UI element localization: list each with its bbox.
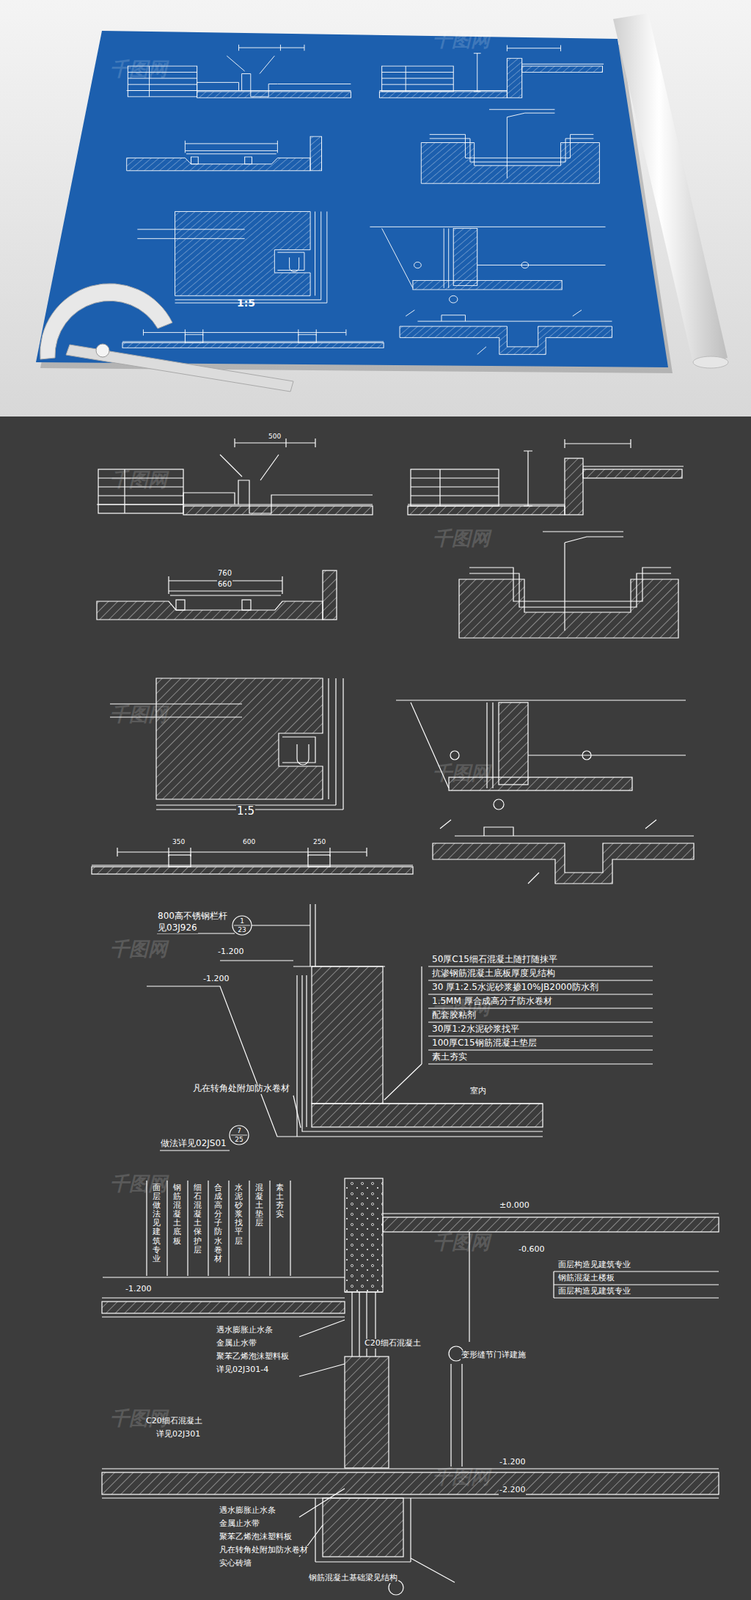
dark-ground xyxy=(0,416,751,1600)
drawing-note: -1.200 xyxy=(202,974,230,985)
watermark: 千图网 xyxy=(432,1466,490,1489)
drawing-note: 面层构造见建筑专业 xyxy=(557,1260,632,1271)
drawing-note: 实心砖墙 xyxy=(218,1559,253,1569)
drawing-note: 30厚1:2水泥砂浆找平 xyxy=(431,1024,520,1035)
drawing-note: 素土夯实 xyxy=(431,1052,468,1063)
drawing-note: 遇水膨胀止水条 xyxy=(218,1506,277,1516)
drawing-note: 800高不锈钢栏杆 xyxy=(156,911,229,922)
watermark: 千图网 xyxy=(110,704,168,727)
drawing-note: 1:5 xyxy=(236,805,256,818)
layer-note: 混凝土垫层 xyxy=(255,1183,264,1228)
watermark: 千图网 xyxy=(432,997,490,1020)
watermark: 千图网 xyxy=(110,469,168,492)
drawing-note: 250 xyxy=(312,838,327,846)
watermark: 千图网 xyxy=(110,58,168,81)
watermark: 千图网 xyxy=(110,1173,168,1196)
top-ground xyxy=(0,0,751,417)
drawing-note: 660 xyxy=(217,580,233,589)
drawing-note: 详见02J301 xyxy=(155,1430,201,1440)
drawing-note: 遇水膨胀止水条 xyxy=(215,1325,274,1336)
drawing-note: 500 xyxy=(267,432,282,441)
callout-circle: 123 xyxy=(231,915,253,936)
drawing-note: 凡在转角处附加防水卷材 xyxy=(192,1083,291,1095)
drawing-note: 30 厚1:2.5水泥砂浆掺10%JB2000防水剂 xyxy=(431,982,600,994)
layer-note: 合成高分子防水卷材 xyxy=(214,1183,223,1264)
drawing-note: ±0.000 xyxy=(498,1201,531,1211)
drawing-note: -2.200 xyxy=(498,1485,526,1496)
blueprint-sheet xyxy=(35,30,669,368)
drawing-note: 600 xyxy=(242,838,256,846)
drawing-note: 760 xyxy=(217,569,233,578)
callout-number: 1 xyxy=(231,916,253,926)
protractor xyxy=(40,283,294,392)
drawing-note: -1.200 xyxy=(498,1457,526,1468)
drawing-note: 钢筋混凝土楼板 xyxy=(557,1273,616,1284)
watermark: 千图网 xyxy=(110,938,168,961)
joint-detail xyxy=(101,1178,719,1596)
wall-detail xyxy=(146,904,653,1151)
watermark: 千图网 xyxy=(432,1232,490,1255)
drawing-note: 金属止水带 xyxy=(215,1339,258,1349)
callout-number: 25 xyxy=(228,1135,250,1145)
drawing-note: 变形缝节门详建施 xyxy=(460,1350,527,1361)
watermark: 千图网 xyxy=(110,1408,168,1431)
watermark: 千图网 xyxy=(432,29,490,52)
drawing-note: -1.200 xyxy=(217,947,245,958)
drawing-note: 金属止水带 xyxy=(218,1519,261,1530)
callout-number: 7 xyxy=(228,1126,250,1136)
drawing-note: -1.200 xyxy=(124,1284,152,1295)
layer-note: 水泥砂浆找平层 xyxy=(234,1183,243,1247)
drawing-note: 室内 xyxy=(469,1086,487,1097)
drawing-note: 做法详见02JS01 xyxy=(159,1138,228,1150)
callout-number: 23 xyxy=(231,925,253,935)
drawing-note: C20细石混凝土 xyxy=(363,1339,422,1349)
layer-note: 细石混凝土保护层 xyxy=(193,1183,202,1255)
drawing-note: 聚苯乙烯泡沫塑料板 xyxy=(215,1352,290,1362)
drawing-note: 见03J926 xyxy=(156,923,199,934)
drawing-note: 抗渗钢筋混凝土底板厚度见结构 xyxy=(431,968,556,980)
layer-note: 面层做法见建筑专业 xyxy=(152,1183,161,1264)
scale-label: 1:5 xyxy=(236,297,256,309)
drawing-note: 面层构造见建筑专业 xyxy=(557,1287,632,1297)
drawing-note: 详见02J301-4 xyxy=(215,1365,270,1376)
drawing-note: 350 xyxy=(171,838,186,846)
drawing-note: 钢筋混凝土基础梁见结构 xyxy=(308,1573,399,1584)
drawing-note: -0.600 xyxy=(517,1245,545,1255)
drawing-note: 凡在转角处附加防水卷材 xyxy=(218,1546,309,1556)
drawing-note: 50厚C15细石混凝土随打随抹平 xyxy=(431,954,559,966)
watermark: 千图网 xyxy=(432,528,490,551)
drawing-note: 聚苯乙烯泡沫塑料板 xyxy=(218,1532,293,1543)
callout-circle: 725 xyxy=(228,1125,250,1146)
small-details xyxy=(91,438,694,884)
layer-note: 素土夯实 xyxy=(275,1183,284,1219)
layer-note: 钢筋混凝土底板 xyxy=(173,1183,182,1247)
drawing-note: 100厚C15钢筋混凝土垫层 xyxy=(431,1038,538,1049)
paper-roll xyxy=(613,13,728,367)
watermark: 千图网 xyxy=(432,762,490,785)
